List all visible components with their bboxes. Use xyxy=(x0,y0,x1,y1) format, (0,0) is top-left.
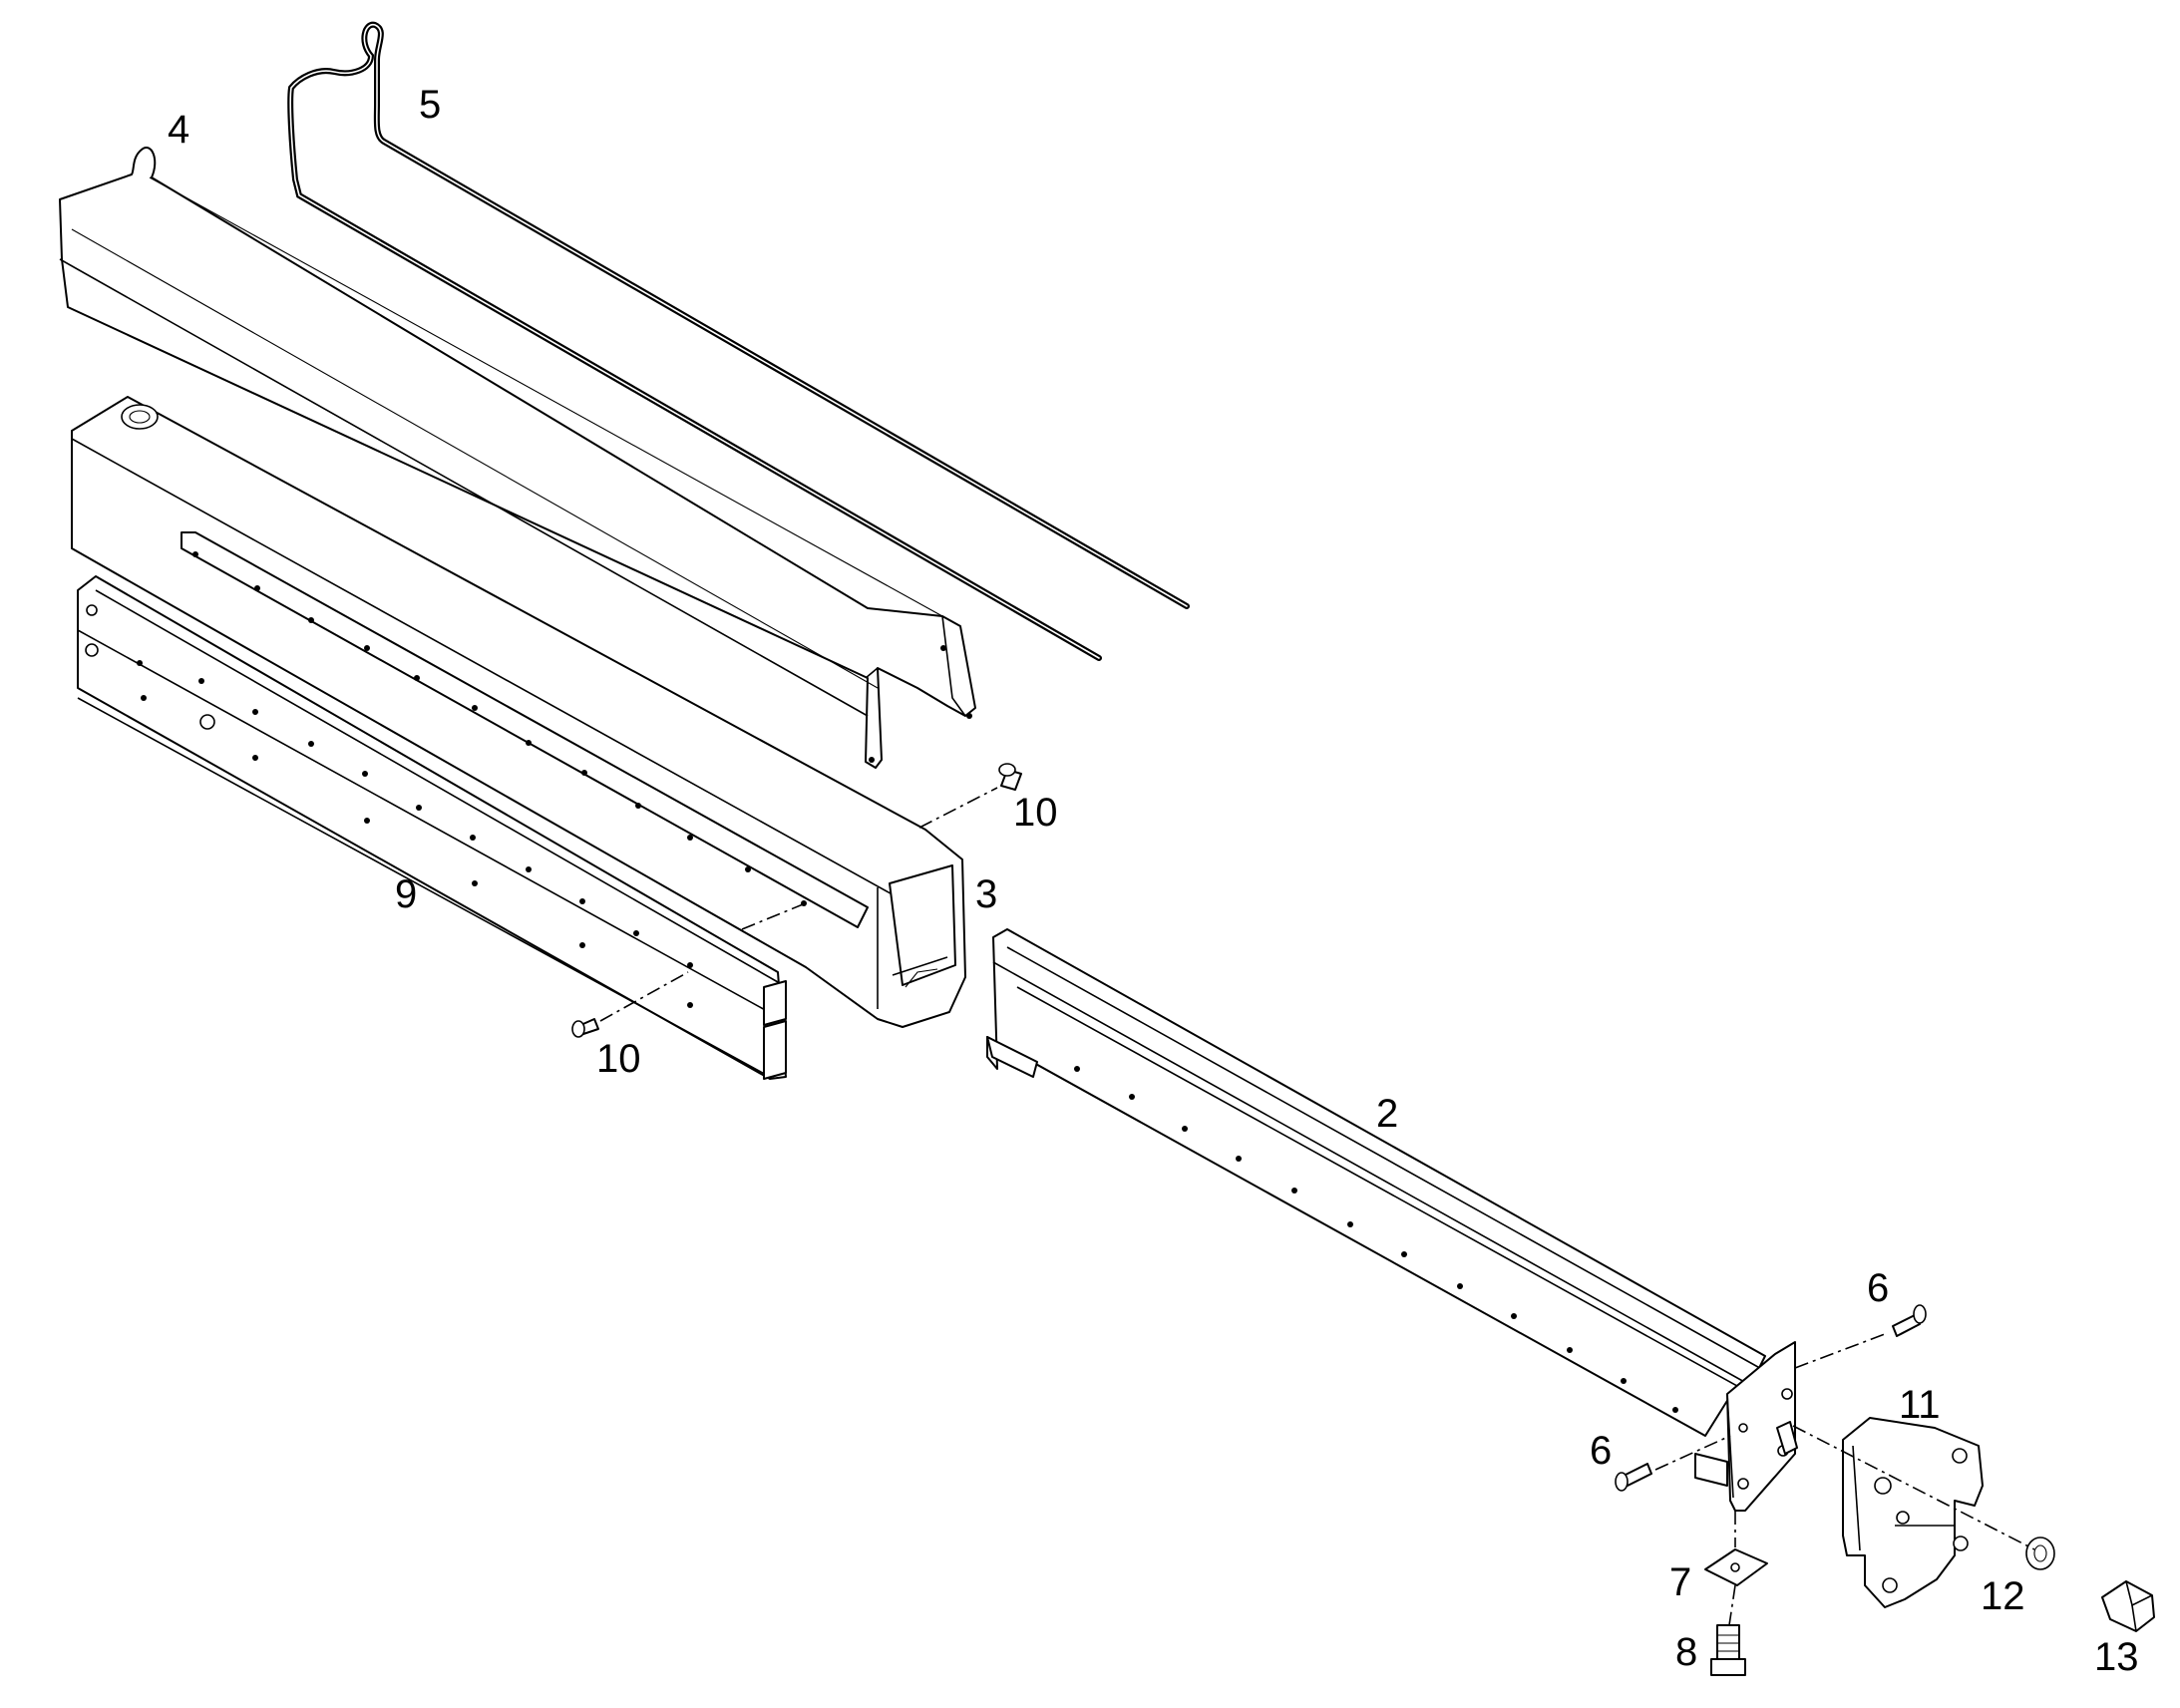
part-5-cable xyxy=(287,21,1190,661)
assembly-line-6-lower xyxy=(1654,1435,1731,1471)
assembly-line-8 xyxy=(1728,1584,1736,1626)
part-3-main-tube xyxy=(71,396,966,1028)
part-12-washer xyxy=(2025,1537,2055,1570)
callout-4: 4 xyxy=(168,108,189,152)
callout-5: 5 xyxy=(419,83,441,127)
assembly-line-10-lower xyxy=(599,971,689,1022)
callout-7: 7 xyxy=(1669,1560,1691,1604)
callout-2: 2 xyxy=(1376,1092,1398,1136)
part-10-screw-upper xyxy=(998,763,1022,791)
part-9-rail xyxy=(77,575,787,1080)
assembly-lines xyxy=(599,787,2035,1626)
assembly-line-10-upper xyxy=(918,787,998,829)
callout-6-upper: 6 xyxy=(1867,1266,1889,1310)
assembly-line-6-upper xyxy=(1794,1333,1886,1369)
part-7-clip-plate xyxy=(1704,1548,1768,1586)
callout-3: 3 xyxy=(975,872,997,916)
part-6-screw-upper xyxy=(1892,1304,1927,1337)
callout-6-lower: 6 xyxy=(1590,1429,1612,1473)
part-10-screw-lower xyxy=(571,1018,599,1038)
part-2-inner-beam xyxy=(986,928,1766,1437)
callout-8: 8 xyxy=(1675,1630,1697,1674)
callout-13: 13 xyxy=(2094,1635,2139,1679)
part-4-cover xyxy=(59,147,976,769)
assembly-line-9-3 xyxy=(741,901,809,930)
callout-11: 11 xyxy=(1899,1383,1941,1427)
part-6-screw-lower xyxy=(1615,1463,1652,1492)
callout-10-upper: 10 xyxy=(1013,791,1058,835)
callouts: 4 5 10 3 9 10 2 6 6 11 7 12 8 13 xyxy=(168,83,2139,1679)
beam-end-plate xyxy=(1694,1341,1798,1512)
callout-9: 9 xyxy=(395,872,417,916)
part-13-hex-bolt xyxy=(2101,1580,2155,1632)
part-8-bolt xyxy=(1710,1624,1746,1676)
callout-10-lower: 10 xyxy=(596,1037,641,1081)
part-11-bracket xyxy=(1842,1417,1984,1608)
callout-12: 12 xyxy=(1981,1574,2025,1618)
assembly-line-11-12 xyxy=(1792,1425,2035,1550)
